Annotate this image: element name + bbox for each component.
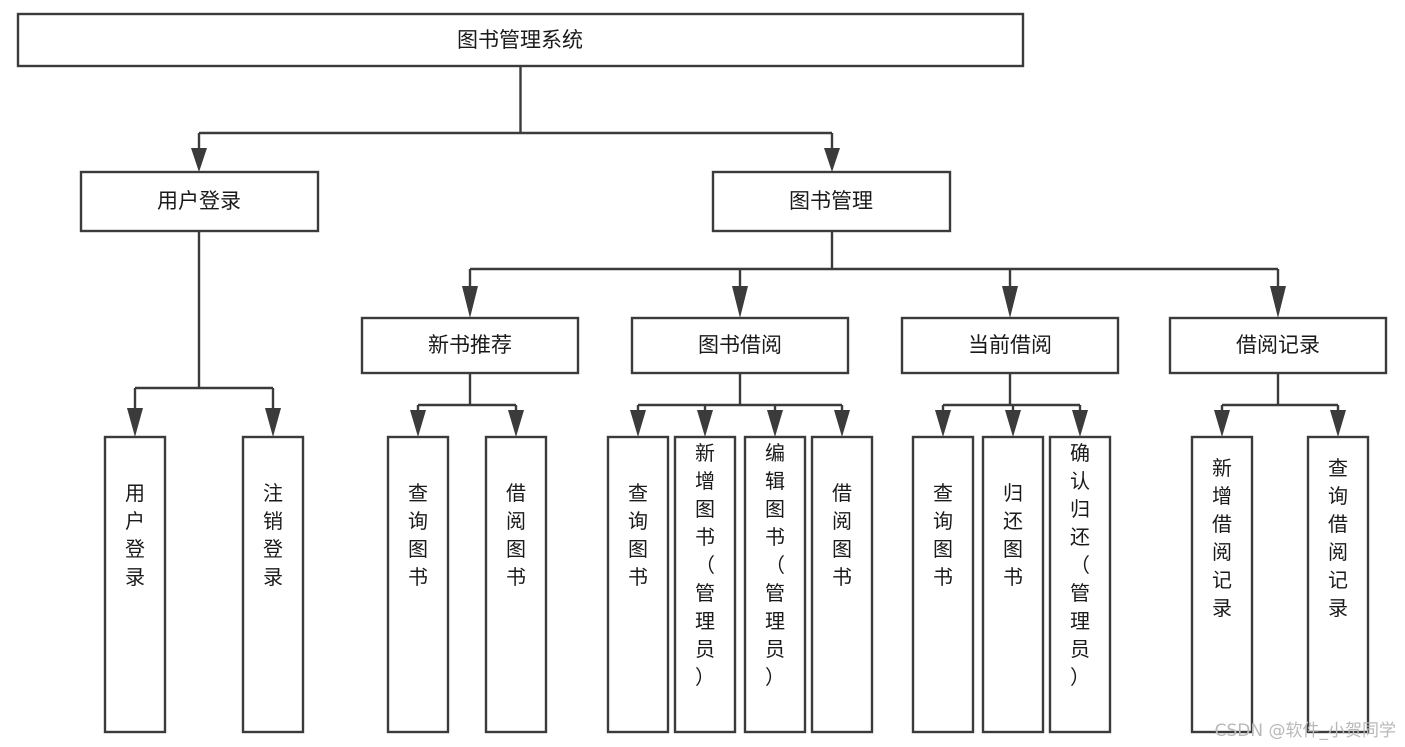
leaf-br-query-record-box[interactable] [1306,435,1370,734]
leaf-nb-borrow-book-box[interactable] [484,435,548,734]
node-borrow-record-box[interactable] [1168,316,1388,375]
node-root-label: 图书管理系统 [457,28,583,52]
leaf-node[interactable]: 用户登录 [103,435,167,734]
node-book-manage-label: 图书管理 [789,189,873,213]
arrow-head-br-leaf-2 [1330,410,1346,437]
node-user-login-label: 用户登录 [157,189,241,213]
leaf-nb-borrow-book-label: 借阅图书 [506,481,526,589]
leaf-node[interactable]: 借阅图书 [810,435,874,734]
node-new-book-recommend-box[interactable] [360,316,580,375]
arrow-head-cb-leaf-3 [1072,410,1088,437]
leaf-node[interactable]: 查询图书 [606,435,670,734]
arrow-head-book-manage [824,148,840,172]
leaf-cb-return-book-label: 归还图书 [1003,481,1023,589]
leaf-user-login-label: 用户登录 [125,481,145,589]
node-user-login-box[interactable] [79,170,320,233]
arrow-head-br-leaf-1 [1214,410,1230,437]
leaf-bb-query-book-box[interactable] [606,435,670,734]
leaf-node[interactable]: 查询图书 [386,435,450,734]
leaf-br-query-record-label: 查询借阅记录 [1328,456,1348,620]
arrow-head-bb-leaf-1 [630,410,646,437]
arrow-head-nb-leaf-2 [508,410,524,437]
node-book-borrow[interactable]: 图书借阅 [630,316,850,375]
leaf-node[interactable]: 新增图书（管理员） [673,435,737,734]
arrow-head-cb-leaf-2 [1005,410,1021,437]
leaf-cb-query-book-label: 查询图书 [933,481,953,589]
node-book-borrow-box[interactable] [630,316,850,375]
leaf-node[interactable]: 新增借阅记录 [1190,435,1254,734]
leaf-br-add-record-box[interactable] [1190,435,1254,734]
leaf-cb-return-book-box[interactable] [981,435,1045,734]
node-current-borrow-box[interactable] [900,316,1120,375]
leaf-logout-label: 注销登录 [263,481,283,589]
leaf-node[interactable]: 确认归还（管理员） [1048,435,1112,734]
arrow-head-user-login [191,148,207,172]
node-borrow-record-label: 借阅记录 [1236,333,1320,357]
leaf-br-add-record-label: 新增借阅记录 [1212,456,1232,620]
leaf-cb-query-book-box[interactable] [911,435,975,734]
arrow-head-cb-leaf-1 [935,410,951,437]
leaf-node[interactable]: 查询图书 [911,435,975,734]
arrow-head-nb-leaf-1 [410,410,426,437]
csdn-watermark: CSDN @软件_小贺同学 [1215,721,1396,741]
node-book-borrow-label: 图书借阅 [698,333,782,357]
leaf-bb-borrow-book-label: 借阅图书 [832,481,852,589]
node-book-manage[interactable]: 图书管理 [711,170,952,233]
node-user-login[interactable]: 用户登录 [79,170,320,233]
leaf-node[interactable]: 借阅图书 [484,435,548,734]
leaf-logout-box[interactable] [241,435,305,734]
connector-layer [127,66,1346,437]
arrow-head-bb-leaf-3 [767,410,783,437]
leaf-node[interactable]: 注销登录 [241,435,305,734]
leaf-cb-confirm-return-label: 确认归还（管理员） [1070,441,1090,689]
leaf-nb-query-book-box[interactable] [386,435,450,734]
arrow-head-borrow-record [1270,286,1286,318]
leaf-bb-edit-book-box[interactable] [743,435,807,734]
node-current-borrow[interactable]: 当前借阅 [900,316,1120,375]
arrow-head-current-borrow [1002,286,1018,318]
node-book-manage-box[interactable] [711,170,952,233]
arrow-head-leaf-logout [265,408,281,437]
leaf-nb-query-book-label: 查询图书 [408,481,428,589]
leaf-node[interactable]: 编辑图书（管理员） [743,435,807,734]
leaf-bb-add-book-label: 新增图书（管理员） [695,441,715,689]
arrow-head-leaf-user-login [127,408,143,437]
leaf-bb-add-book-box[interactable] [673,435,737,734]
leaf-bb-borrow-book-box[interactable] [810,435,874,734]
leaf-node[interactable]: 查询借阅记录 [1306,435,1370,734]
node-new-book-recommend[interactable]: 新书推荐 [360,316,580,375]
arrow-head-new-book [462,286,478,318]
arrow-head-bb-leaf-4 [834,410,850,437]
arrow-head-book-borrow [732,286,748,318]
leaf-node[interactable]: 归还图书 [981,435,1045,734]
leaf-user-login-box[interactable] [103,435,167,734]
arrow-head-bb-leaf-2 [697,410,713,437]
node-borrow-record[interactable]: 借阅记录 [1168,316,1388,375]
node-root-box[interactable] [16,12,1025,68]
leaf-bb-edit-book-label: 编辑图书（管理员） [765,441,785,689]
node-new-book-recommend-label: 新书推荐 [428,333,512,357]
node-root[interactable]: 图书管理系统 [16,12,1025,68]
node-current-borrow-label: 当前借阅 [968,333,1052,357]
leaf-cb-confirm-return-box[interactable] [1048,435,1112,734]
leaf-bb-query-book-label: 查询图书 [628,481,648,589]
